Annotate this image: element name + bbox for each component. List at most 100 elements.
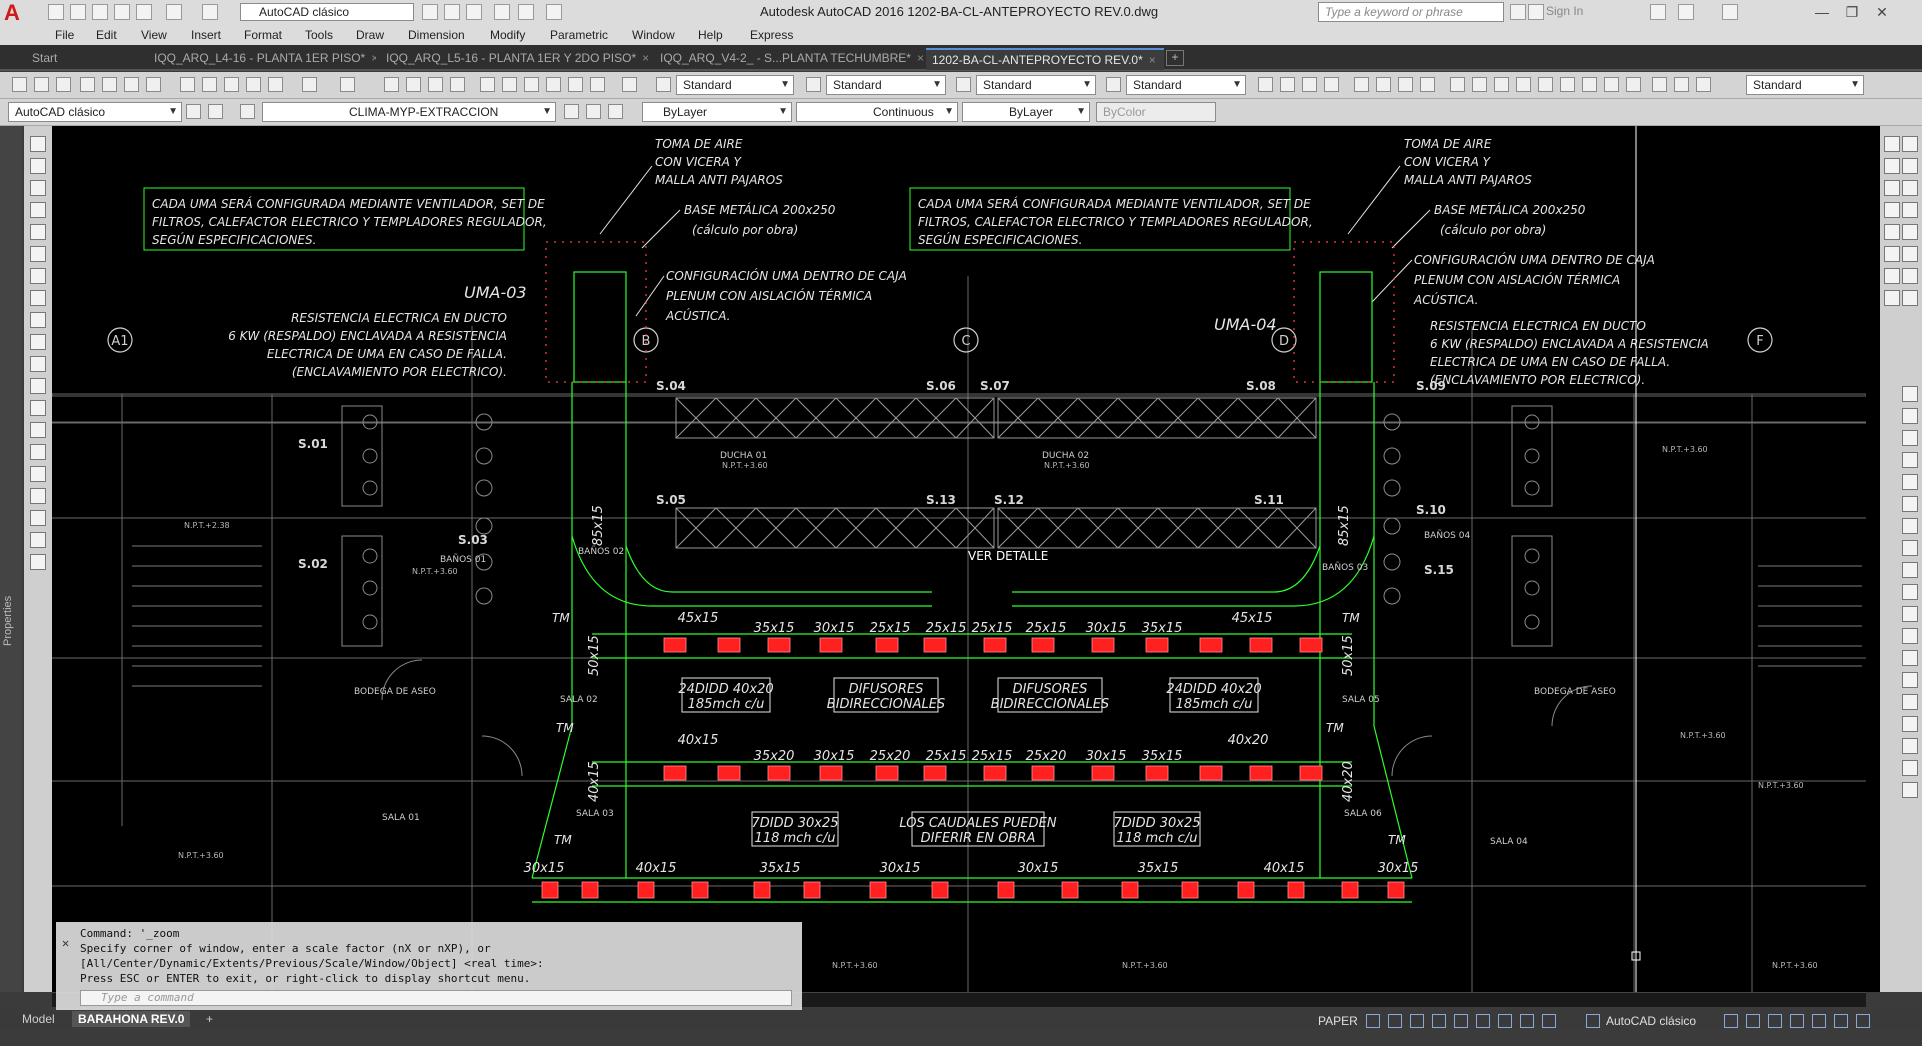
menu-dimension[interactable]: Dimension (408, 28, 465, 42)
menu-format[interactable]: Format (244, 28, 283, 42)
help-icon[interactable] (622, 77, 637, 92)
dimension-arc-icon[interactable] (1302, 77, 1317, 92)
sheet-set-icon[interactable] (546, 77, 561, 92)
center-mark-icon[interactable] (1582, 77, 1597, 92)
publish-icon[interactable] (124, 77, 139, 92)
dimension-text-edit-icon[interactable] (1674, 77, 1689, 92)
qa-tool-icon[interactable] (494, 4, 510, 20)
spline-icon[interactable] (30, 312, 46, 328)
tab-document[interactable]: IQQ_ARQ_L4-16 - PLANTA 1ER PISO*× (148, 48, 376, 68)
properties-icon[interactable] (480, 77, 495, 92)
insert-block-icon[interactable] (30, 378, 46, 394)
stretch-icon[interactable] (1884, 224, 1900, 240)
close-icon[interactable]: ✕ (62, 936, 70, 950)
scale-icon[interactable] (1902, 202, 1918, 218)
tab-document-active[interactable]: 1202-BA-CL-ANTEPROYECTO REV.0*× (926, 48, 1164, 70)
mleader-style-dropdown[interactable]: Standard▼ (1126, 75, 1246, 95)
binoculars-icon[interactable] (1510, 4, 1526, 20)
dimension-edit-icon[interactable] (1652, 77, 1667, 92)
menu-view[interactable]: View (141, 28, 167, 42)
minimize-button[interactable]: — (1815, 4, 1829, 20)
snap-tool-icon[interactable] (1902, 694, 1918, 710)
make-current-layer-icon[interactable] (564, 104, 579, 119)
new-tab-button[interactable]: + (1166, 50, 1184, 66)
text-style-dropdown[interactable]: Standard▼ (676, 75, 794, 95)
snap-tool-icon[interactable] (1902, 408, 1918, 424)
tab-layout-active[interactable]: BARAHONA REV.0 (72, 1011, 191, 1027)
qa-tool-icon[interactable] (466, 4, 482, 20)
move-icon[interactable] (1902, 180, 1918, 196)
command-input[interactable]: Type a command (80, 990, 792, 1006)
3d-print-icon[interactable] (146, 77, 161, 92)
menu-draw[interactable]: Draw (356, 28, 385, 42)
layer-properties-icon[interactable] (208, 104, 223, 119)
dim-style-icon[interactable] (806, 77, 821, 92)
jogged-linear-icon[interactable] (1626, 77, 1641, 92)
workspace-settings-icon[interactable] (186, 104, 201, 119)
arc-icon[interactable] (30, 246, 46, 262)
dimension-jogged-icon[interactable] (1376, 77, 1391, 92)
add-layout-button[interactable]: + (206, 1012, 214, 1026)
dim-style-control-dropdown[interactable]: Standard▼ (1746, 75, 1864, 95)
copy-object-icon[interactable] (1902, 136, 1918, 152)
autocad-logo-icon[interactable]: A (4, 0, 20, 25)
qa-tool-icon[interactable] (444, 4, 460, 20)
point-icon[interactable] (30, 422, 46, 438)
snap-tool-icon[interactable] (1902, 518, 1918, 534)
design-center-icon[interactable] (502, 77, 517, 92)
user-icon[interactable] (1528, 4, 1544, 20)
snap-tool-icon[interactable] (1902, 738, 1918, 754)
table-style-dropdown[interactable]: Standard▼ (976, 75, 1096, 95)
line-icon[interactable] (30, 136, 46, 152)
quick-properties-icon[interactable] (1768, 1014, 1782, 1028)
osnap-icon[interactable] (1454, 1014, 1468, 1028)
ellipse-icon[interactable] (30, 334, 46, 350)
continue-dimension-icon[interactable] (1494, 77, 1509, 92)
ellipse-arc-icon[interactable] (30, 356, 46, 372)
mtext-icon[interactable] (30, 532, 46, 548)
zoom-window-icon[interactable] (428, 77, 443, 92)
chamfer-icon[interactable] (1902, 268, 1918, 284)
dimension-update-icon[interactable] (1696, 77, 1711, 92)
match-properties-icon[interactable] (246, 77, 261, 92)
menu-insert[interactable]: Insert (191, 28, 222, 42)
break-icon[interactable] (1902, 246, 1918, 262)
plot-icon[interactable] (80, 77, 95, 92)
tab-start[interactable]: Start (26, 48, 98, 68)
paste-icon[interactable] (224, 77, 239, 92)
qa-tool-icon[interactable] (546, 4, 562, 20)
layer-states-icon[interactable] (240, 104, 255, 119)
close-icon[interactable]: × (371, 51, 376, 65)
snap-tool-icon[interactable] (1902, 782, 1918, 798)
undo-icon[interactable] (166, 4, 182, 20)
dimension-break-icon[interactable] (1538, 77, 1553, 92)
workspace-status-dropdown[interactable]: AutoCAD clásico (1606, 1014, 1697, 1028)
customization-icon[interactable] (1856, 1014, 1870, 1028)
undo-icon[interactable] (302, 77, 317, 92)
snap-tool-icon[interactable] (1902, 496, 1918, 512)
print-icon[interactable] (136, 4, 152, 20)
signin-link[interactable]: Sign In (1546, 4, 1584, 18)
markup-icon[interactable] (568, 77, 583, 92)
join-icon[interactable] (1884, 268, 1900, 284)
layer-match-icon[interactable] (608, 104, 623, 119)
fillet-icon[interactable] (1884, 290, 1900, 306)
annotation-monitor-icon[interactable] (1724, 1014, 1738, 1028)
new-file-icon[interactable] (48, 4, 64, 20)
tab-document[interactable]: IQQ_ARQ_L5-16 - PLANTA 1ER Y 2DO PISO*× (380, 48, 648, 68)
lock-ui-icon[interactable] (1790, 1014, 1804, 1028)
dimension-ordinate-icon[interactable] (1324, 77, 1339, 92)
mirror-icon[interactable] (1884, 158, 1900, 174)
help-icon[interactable] (1722, 4, 1738, 20)
snap-tool-icon[interactable] (1902, 716, 1918, 732)
restore-button[interactable]: ❐ (1845, 4, 1859, 20)
extend-icon[interactable] (1884, 246, 1900, 262)
clean-screen-icon[interactable] (1834, 1014, 1848, 1028)
linetype-dropdown[interactable]: Continuous▼ (796, 102, 958, 122)
offset-icon[interactable] (1902, 158, 1918, 174)
close-window-button[interactable]: ✕ (1876, 4, 1888, 20)
erase-icon[interactable] (1884, 136, 1900, 152)
ortho-icon[interactable] (1410, 1014, 1424, 1028)
lineweight-dropdown[interactable]: ByLayer▼ (962, 102, 1090, 122)
save-icon[interactable] (56, 77, 71, 92)
